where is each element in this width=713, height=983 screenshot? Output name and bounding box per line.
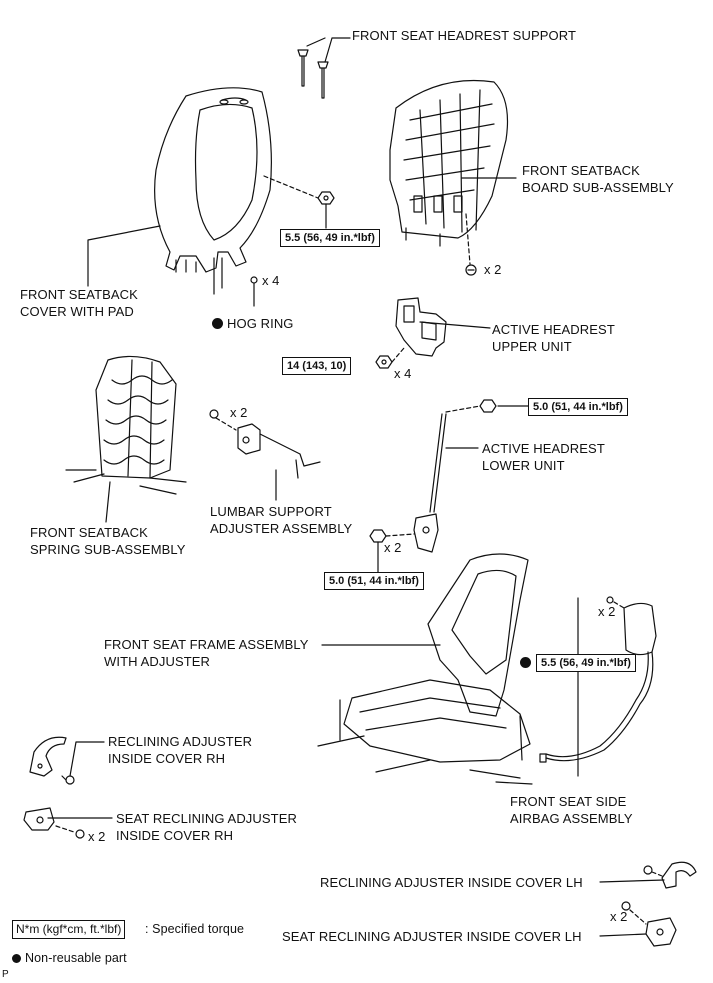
label-reclining-cover-rh: RECLINING ADJUSTER INSIDE COVER RH	[108, 733, 252, 767]
qty-lumbar-clip: x 2	[230, 405, 248, 420]
label-lumbar-support: LUMBAR SUPPORT ADJUSTER ASSEMBLY	[210, 503, 352, 537]
nonreusable-dot-icon	[12, 954, 21, 963]
qty-seat-recl-lh: x 2	[610, 909, 628, 924]
label-active-lower-line1: ACTIVE HEADREST	[482, 441, 605, 456]
reclining-cover-rh-shape	[29, 736, 75, 785]
label-active-headrest-lower: ACTIVE HEADREST LOWER UNIT	[482, 440, 605, 474]
label-recl-rh-line1: RECLINING ADJUSTER	[108, 734, 253, 749]
torque-airbag-nut: 5.5 (56, 49 in.*lbf)	[536, 654, 636, 672]
label-lumbar-line2: ADJUSTER ASSEMBLY	[210, 521, 353, 536]
qty-hog-ring: x 4	[262, 273, 280, 288]
lumbar-support-shape	[237, 423, 321, 479]
label-spring-line1: FRONT SEATBACK	[30, 525, 148, 540]
label-frame-line2: WITH ADJUSTER	[104, 654, 211, 669]
lower-top-nut	[479, 399, 497, 413]
torque-lower-bottom: 5.0 (51, 44 in.*lbf)	[324, 572, 424, 590]
label-reclining-cover-lh: RECLINING ADJUSTER INSIDE COVER LH	[320, 875, 583, 890]
torque-upper-unit-nut: 14 (143, 10)	[282, 357, 352, 375]
nonreusable-dot-icon	[212, 318, 223, 329]
legend-nonreusable-text: Non-reusable part	[25, 951, 127, 965]
label-hog-ring-text: HOG RING	[227, 316, 294, 331]
label-seat-reclining-cover-lh: SEAT RECLINING ADJUSTER INSIDE COVER LH	[282, 929, 582, 944]
hog-ring-icon	[250, 276, 258, 307]
seatback-spring-shape	[65, 355, 187, 495]
label-seat-reclining-cover-rh: SEAT RECLINING ADJUSTER INSIDE COVER RH	[116, 810, 297, 844]
label-seatback-board-line2: BOARD SUB-ASSEMBLY	[522, 180, 674, 195]
cover-nut	[317, 191, 335, 229]
label-seat-recl-rh-line2: INSIDE COVER RH	[116, 828, 234, 843]
legend-torque-desc: : Specified torque	[145, 922, 245, 936]
label-airbag-line2: AIRBAG ASSEMBLY	[510, 811, 633, 826]
side-airbag-shape	[539, 596, 657, 763]
label-seat-frame: FRONT SEAT FRAME ASSEMBLY WITH ADJUSTER	[104, 636, 309, 670]
qty-lower-nut: x 2	[384, 540, 402, 555]
label-frame-line1: FRONT SEAT FRAME ASSEMBLY	[104, 637, 309, 652]
torque-lower-top: 5.0 (51, 44 in.*lbf)	[528, 398, 628, 416]
seat-reclining-cover-lh-shape	[621, 901, 677, 947]
label-seatback-cover-line1: FRONT SEATBACK	[20, 287, 138, 302]
upper-unit-nut	[375, 355, 393, 369]
torque-cover-nut: 5.5 (56, 49 in.*lbf)	[280, 229, 380, 247]
lumbar-clip	[209, 409, 237, 431]
label-hog-ring: HOG RING	[212, 315, 294, 332]
legend-torque-box: N*m (kgf*cm, ft.*lbf)	[12, 920, 126, 939]
label-active-upper-line1: ACTIVE HEADREST	[492, 322, 615, 337]
label-headrest-support: FRONT SEAT HEADREST SUPPORT	[352, 28, 576, 43]
label-spring-line2: SPRING SUB-ASSEMBLY	[30, 542, 186, 557]
seatback-cover-shape	[154, 87, 272, 295]
qty-airbag-nut: x 2	[598, 604, 616, 619]
label-seatback-board-line1: FRONT SEATBACK	[522, 163, 640, 178]
headrest-support-pins	[297, 37, 351, 99]
seat-reclining-cover-rh-shape	[23, 807, 85, 839]
label-seatback-cover: FRONT SEATBACK COVER WITH PAD	[20, 286, 138, 320]
label-seatback-board: FRONT SEATBACK BOARD SUB-ASSEMBLY	[522, 162, 674, 196]
corner-mark: P	[2, 969, 9, 980]
reclining-cover-lh-shape	[643, 861, 697, 889]
nonreusable-dot-icon	[520, 657, 531, 668]
label-active-upper-line2: UPPER UNIT	[492, 339, 572, 354]
label-side-airbag: FRONT SEAT SIDE AIRBAG ASSEMBLY	[510, 793, 633, 827]
qty-board-clip: x 2	[484, 262, 502, 277]
label-seat-recl-rh-line1: SEAT RECLINING ADJUSTER	[116, 811, 297, 826]
label-recl-rh-line2: INSIDE COVER RH	[108, 751, 226, 766]
lower-bottom-nut	[369, 529, 415, 573]
seat-frame-shape	[317, 553, 533, 785]
seatback-board-shape	[389, 79, 509, 247]
label-seatback-spring: FRONT SEATBACK SPRING SUB-ASSEMBLY	[30, 524, 186, 558]
label-active-headrest-upper: ACTIVE HEADREST UPPER UNIT	[492, 321, 615, 355]
label-active-lower-line2: LOWER UNIT	[482, 458, 565, 473]
legend-nonreusable: Non-reusable part	[12, 950, 127, 967]
qty-seat-recl-rh: x 2	[88, 829, 106, 844]
board-clip	[465, 264, 477, 276]
active-headrest-upper-shape	[395, 297, 491, 357]
active-headrest-lower-shape	[413, 405, 481, 553]
label-seatback-cover-line2: COVER WITH PAD	[20, 304, 134, 319]
label-airbag-line1: FRONT SEAT SIDE	[510, 794, 627, 809]
qty-upper-nut: x 4	[394, 366, 412, 381]
label-lumbar-line1: LUMBAR SUPPORT	[210, 504, 332, 519]
